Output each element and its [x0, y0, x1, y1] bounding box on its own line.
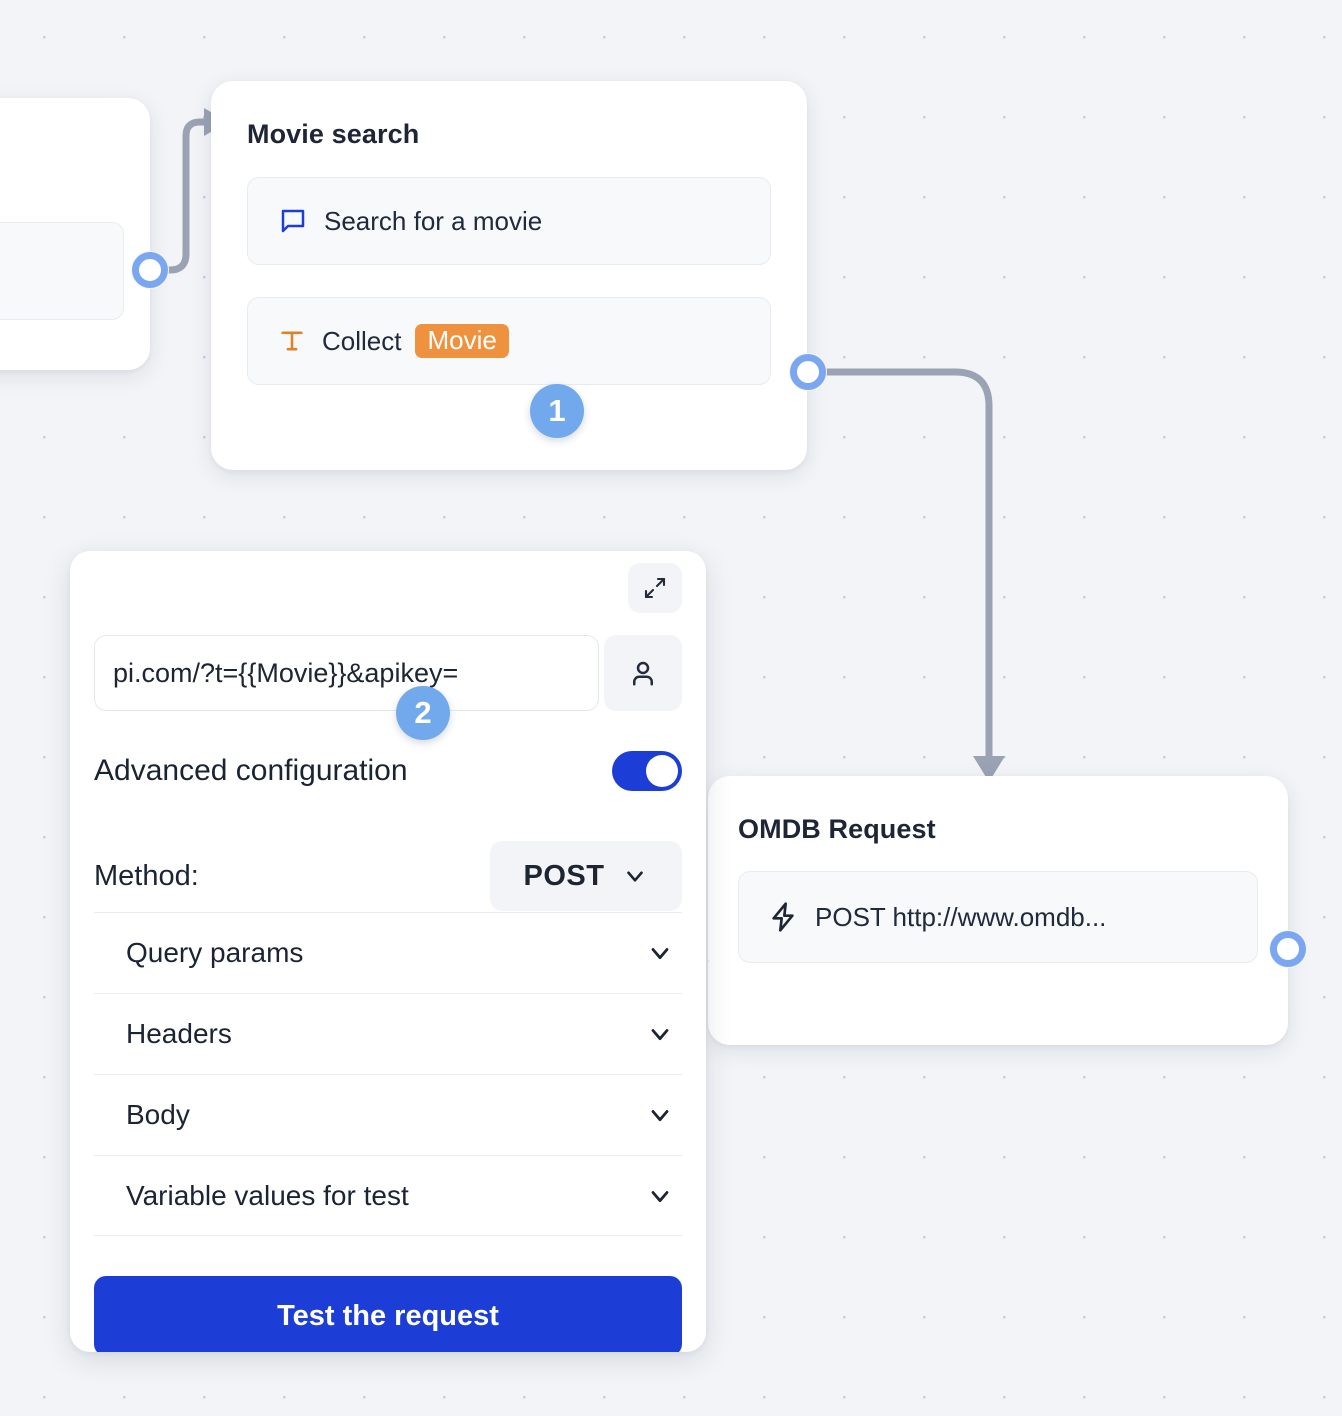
method-dropdown[interactable]: POST — [490, 841, 682, 911]
node-row-label: Collect Movie — [322, 324, 509, 358]
node-card-movie-search[interactable]: Movie search Search for a movie Collect … — [211, 81, 807, 470]
port-movie-search-output[interactable] — [789, 353, 827, 391]
text-field-icon — [278, 327, 306, 355]
advanced-configuration-row[interactable]: Advanced configuration — [94, 746, 682, 796]
request-config-panel[interactable]: Advanced configuration Method: POST Quer… — [70, 551, 706, 1352]
node-row-label-text: Collect — [322, 325, 402, 356]
node-title-omdb-request: OMDB Request — [738, 814, 936, 844]
test-the-request-button[interactable]: Test the request — [94, 1276, 682, 1352]
expand-diagonal-icon — [643, 576, 667, 600]
expand-panel-button[interactable] — [628, 563, 682, 613]
chevron-down-icon[interactable] — [646, 1182, 674, 1210]
chevron-down-icon[interactable] — [646, 1020, 674, 1048]
port-omdb-request-output[interactable] — [1269, 930, 1307, 968]
port-left-node-output[interactable] — [131, 251, 169, 289]
method-label: Method: — [94, 859, 199, 892]
accordion-label: Query params — [126, 937, 304, 968]
chevron-down-icon — [622, 863, 648, 889]
node-row-search-for-a-movie[interactable]: Search for a movie — [247, 177, 771, 265]
lightning-bolt-icon — [767, 901, 799, 933]
accordion-item-body[interactable]: Body — [94, 1074, 682, 1155]
method-row: Method: POST — [94, 841, 682, 911]
step-badge-1: 1 — [530, 384, 584, 438]
accordion-item-query-params[interactable]: Query params — [94, 912, 682, 993]
node-row-post-request[interactable]: POST http://www.omdb... — [738, 871, 1258, 963]
step-badge-2: 2 — [396, 686, 450, 740]
request-url-input[interactable] — [94, 635, 599, 711]
accordion-item-variable-values-for-test[interactable]: Variable values for test — [94, 1155, 682, 1236]
chevron-down-icon[interactable] — [646, 939, 674, 967]
accordion-item-headers[interactable]: Headers — [94, 993, 682, 1074]
chevron-down-icon[interactable] — [646, 1101, 674, 1129]
auth-user-button[interactable] — [604, 635, 682, 711]
node-row-collect-movie[interactable]: Collect Movie — [247, 297, 771, 385]
variable-chip-movie[interactable]: Movie — [415, 324, 509, 358]
method-value: POST — [523, 859, 605, 892]
accordion-label: Headers — [126, 1018, 232, 1049]
accordion-label: Variable values for test — [126, 1179, 409, 1211]
chat-bubble-icon — [278, 206, 308, 236]
node-row-label: Search for a movie — [324, 205, 543, 236]
node-row-placeholder[interactable] — [0, 222, 124, 320]
person-icon — [628, 658, 658, 688]
request-sections-accordion: Query params Headers Body — [94, 912, 682, 1236]
node-card-omdb-request[interactable]: OMDB Request POST http://www.omdb... — [690, 776, 1288, 1045]
node-title-movie-search: Movie search — [247, 119, 420, 149]
url-row[interactable] — [94, 635, 682, 711]
advanced-configuration-label: Advanced configuration — [94, 754, 408, 787]
advanced-configuration-toggle[interactable] — [612, 751, 682, 791]
accordion-label: Body — [126, 1099, 190, 1130]
node-card-partial-left[interactable] — [0, 98, 150, 370]
node-row-label: POST http://www.omdb... — [815, 901, 1107, 932]
